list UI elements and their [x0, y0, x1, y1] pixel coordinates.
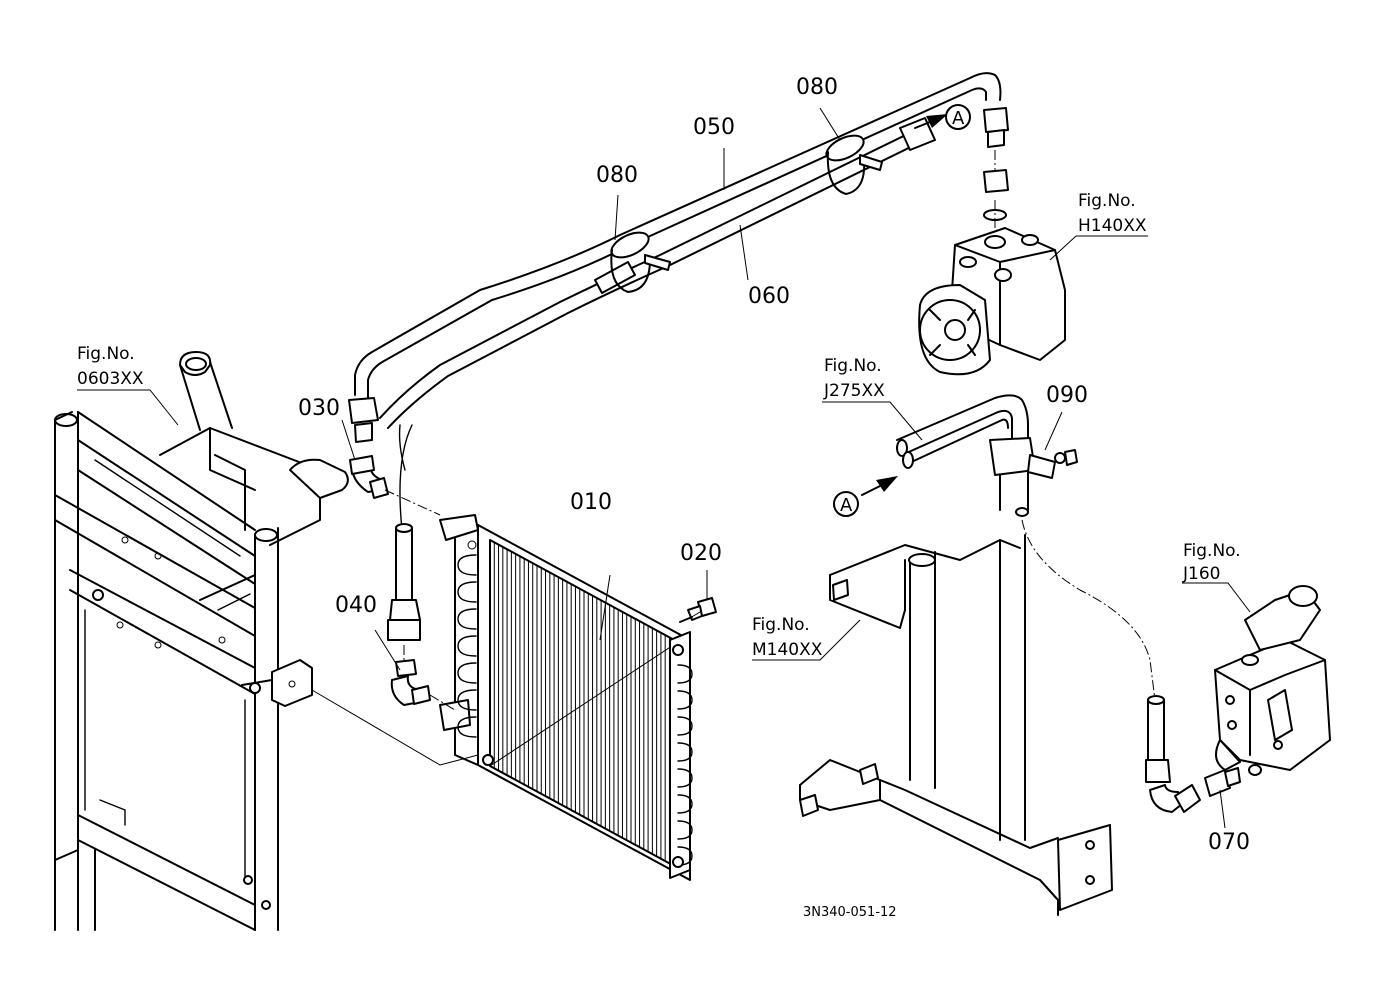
coil-bend — [677, 794, 693, 814]
ref-0603-label: Fig.No. — [77, 344, 135, 364]
fitting-030 — [348, 397, 441, 516]
coil-bend-left — [457, 635, 477, 657]
label-070: 070 — [1208, 830, 1250, 855]
ref-m140-label: Fig.No. — [752, 615, 810, 635]
hose-040 — [387, 523, 456, 711]
cooler-coils-left — [457, 554, 477, 738]
ref-j160-label: Fig.No. — [1183, 541, 1241, 561]
label-030: 030 — [298, 396, 340, 421]
coil-bend-left — [457, 716, 477, 738]
ref-j275-code: J275XX — [823, 381, 885, 401]
coil-bend — [677, 846, 693, 866]
label-080-right: 080 — [796, 75, 838, 100]
pipe-j275 — [896, 394, 1078, 517]
oil-cooler — [439, 514, 693, 881]
clamp-080-right — [825, 134, 883, 195]
assembly-lines — [311, 611, 701, 766]
drawing-code: 3N340-051-12 — [803, 905, 897, 920]
coil-bend — [677, 768, 693, 788]
connector-a-upper — [914, 104, 971, 130]
floor-stand — [799, 534, 1113, 916]
control-valve — [1214, 585, 1331, 776]
label-060: 060 — [748, 284, 790, 309]
coil-bend-left — [457, 689, 477, 711]
ref-j160-code: J160 — [1182, 564, 1220, 584]
cooler-coils — [677, 664, 693, 866]
label-010: 010 — [570, 490, 612, 515]
leader-lines — [77, 107, 1251, 829]
ref-j275-label: Fig.No. — [824, 356, 882, 376]
ref-h140-code: H140XX — [1078, 216, 1147, 236]
ref-h140-label: Fig.No. — [1078, 191, 1136, 211]
clamp-080-left — [610, 231, 671, 293]
coil-bend — [677, 690, 693, 710]
connector-a-lower-label: A — [840, 495, 853, 516]
label-080-left: 080 — [596, 163, 638, 188]
part-labels: 010 020 030 040 050 060 070 080 080 090 — [298, 75, 1250, 855]
label-050: 050 — [693, 115, 735, 140]
ref-m140-code: M140XX — [752, 640, 823, 660]
ref-0603-code: 0603XX — [77, 369, 144, 389]
coil-bend-left — [457, 581, 477, 603]
label-040: 040 — [335, 593, 377, 618]
coil-bend — [677, 820, 693, 840]
coil-bend-left — [457, 662, 477, 684]
label-020: 020 — [680, 541, 722, 566]
coil-bend-left — [457, 554, 477, 576]
label-090: 090 — [1046, 383, 1088, 408]
frame-assembly — [54, 351, 349, 931]
fitting-top-right — [983, 107, 1009, 230]
pipe-050-060 — [354, 72, 1002, 531]
hose-to-valve — [1021, 519, 1241, 813]
figure-references: Fig.No. 0603XX Fig.No. H140XX Fig.No. J2… — [77, 191, 1241, 660]
hydraulic-motor — [918, 227, 1066, 376]
coil-bend — [677, 716, 693, 736]
coil-bend — [677, 664, 693, 684]
coil-bend — [677, 742, 693, 762]
connector-a-lower — [833, 476, 898, 517]
coil-bend-left — [457, 608, 477, 630]
bolt-020 — [679, 597, 717, 623]
connector-a-upper-label: A — [952, 108, 965, 129]
